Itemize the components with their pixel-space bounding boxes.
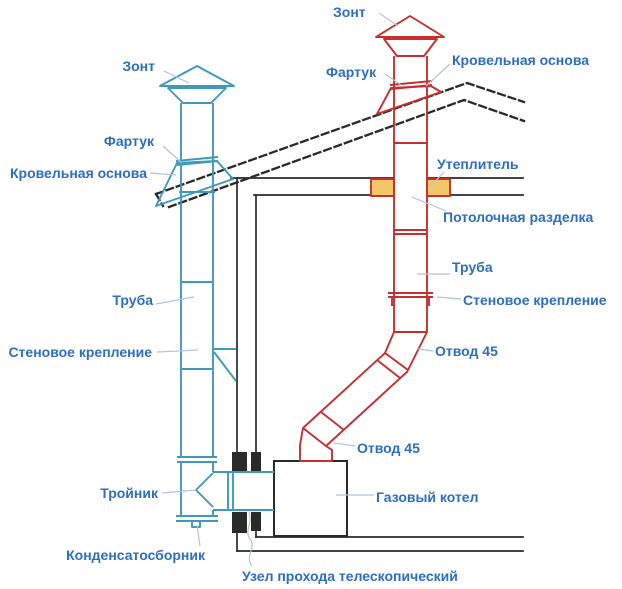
label-blue-cap: Зонт: [122, 58, 155, 74]
label-blue-apron: Фартук: [103, 133, 154, 149]
red-roof-base-skirt: [376, 85, 442, 115]
leader-line: [417, 348, 434, 352]
label-blue-wall-bracket: Стеновое крепление: [8, 344, 152, 360]
leader-lines: [149, 12, 462, 567]
blue-tee-flange: [177, 456, 217, 463]
blue-wall-bracket: [213, 348, 237, 382]
blue-pipe-joints: [179, 191, 215, 370]
blue-tee-cone: [195, 472, 214, 508]
leader-line: [384, 73, 402, 86]
blue-cap-collar: [167, 87, 227, 104]
roof-slope-inner: [167, 98, 526, 209]
label-tee: Тройник: [100, 485, 158, 501]
label-red-apron: Фартук: [326, 64, 377, 80]
label-blue-pipe: Труба: [112, 292, 153, 308]
blue-horizontal-outlet: [213, 471, 274, 511]
leader-line: [425, 63, 451, 87]
leader-line: [163, 70, 190, 84]
red-elbow-45-lower: [299, 427, 333, 462]
red-cap-umbrella: [375, 15, 445, 38]
red-elbow-45-upper: [384, 331, 428, 371]
label-red-cap: Зонт: [333, 4, 366, 20]
leader-line: [156, 349, 199, 353]
house-structure: [154, 81, 526, 552]
leader-line: [149, 172, 177, 176]
leader-line: [162, 145, 183, 164]
insulation-block-right: [426, 178, 451, 197]
label-gas-boiler: Газовый котел: [376, 489, 479, 505]
label-elbow-45-lower: Отвод 45: [357, 440, 420, 456]
leader-line: [436, 296, 462, 300]
label-red-roof-base: Кровельная основа: [452, 52, 590, 68]
roof-slope-outer: [154, 81, 526, 196]
leader-line: [411, 196, 447, 212]
gas-boiler-box: [273, 460, 348, 537]
blue-pipe: [180, 103, 214, 516]
leader-line: [333, 442, 356, 447]
leader-line: [378, 12, 399, 27]
red-diagonal-pipe: [302, 352, 409, 447]
leader-line-squiggle: [247, 511, 253, 567]
label-red-pipe: Труба: [452, 259, 493, 275]
label-elbow-45-upper: Отвод 45: [435, 343, 498, 359]
label-ceiling-cutout: Потолочная разделка: [443, 209, 594, 225]
label-condensate-collector: Конденсатосборник: [66, 547, 205, 563]
red-pipe: [393, 56, 428, 332]
red-wall-bracket: [388, 292, 433, 306]
wall-sleeve-block: [251, 452, 261, 471]
insulation-block-left: [370, 178, 395, 197]
leader-line: [155, 296, 195, 305]
wall-sleeve-block: [232, 512, 247, 533]
red-chimney: [299, 15, 451, 462]
wall-sleeve-block: [232, 452, 247, 471]
leader-line: [161, 489, 197, 494]
blue-chimney: [155, 65, 274, 528]
label-red-wall-bracket: Стеновое крепление: [463, 292, 607, 308]
label-insulation: Утеплитель: [437, 156, 519, 172]
red-pipe-joints: [394, 142, 427, 235]
label-telescopic-pass-unit: Узел прохода телескопический: [242, 568, 458, 584]
label-blue-roof-base: Кровельная основа: [9, 165, 147, 181]
leader-line: [429, 171, 445, 188]
leader-line: [196, 524, 201, 547]
blue-roof-base-skirt: [155, 160, 234, 207]
blue-cap-umbrella: [159, 65, 235, 87]
blue-condensate-nub: [191, 520, 201, 528]
red-cap-collar: [383, 38, 438, 57]
wall-sleeve-block: [251, 512, 261, 531]
